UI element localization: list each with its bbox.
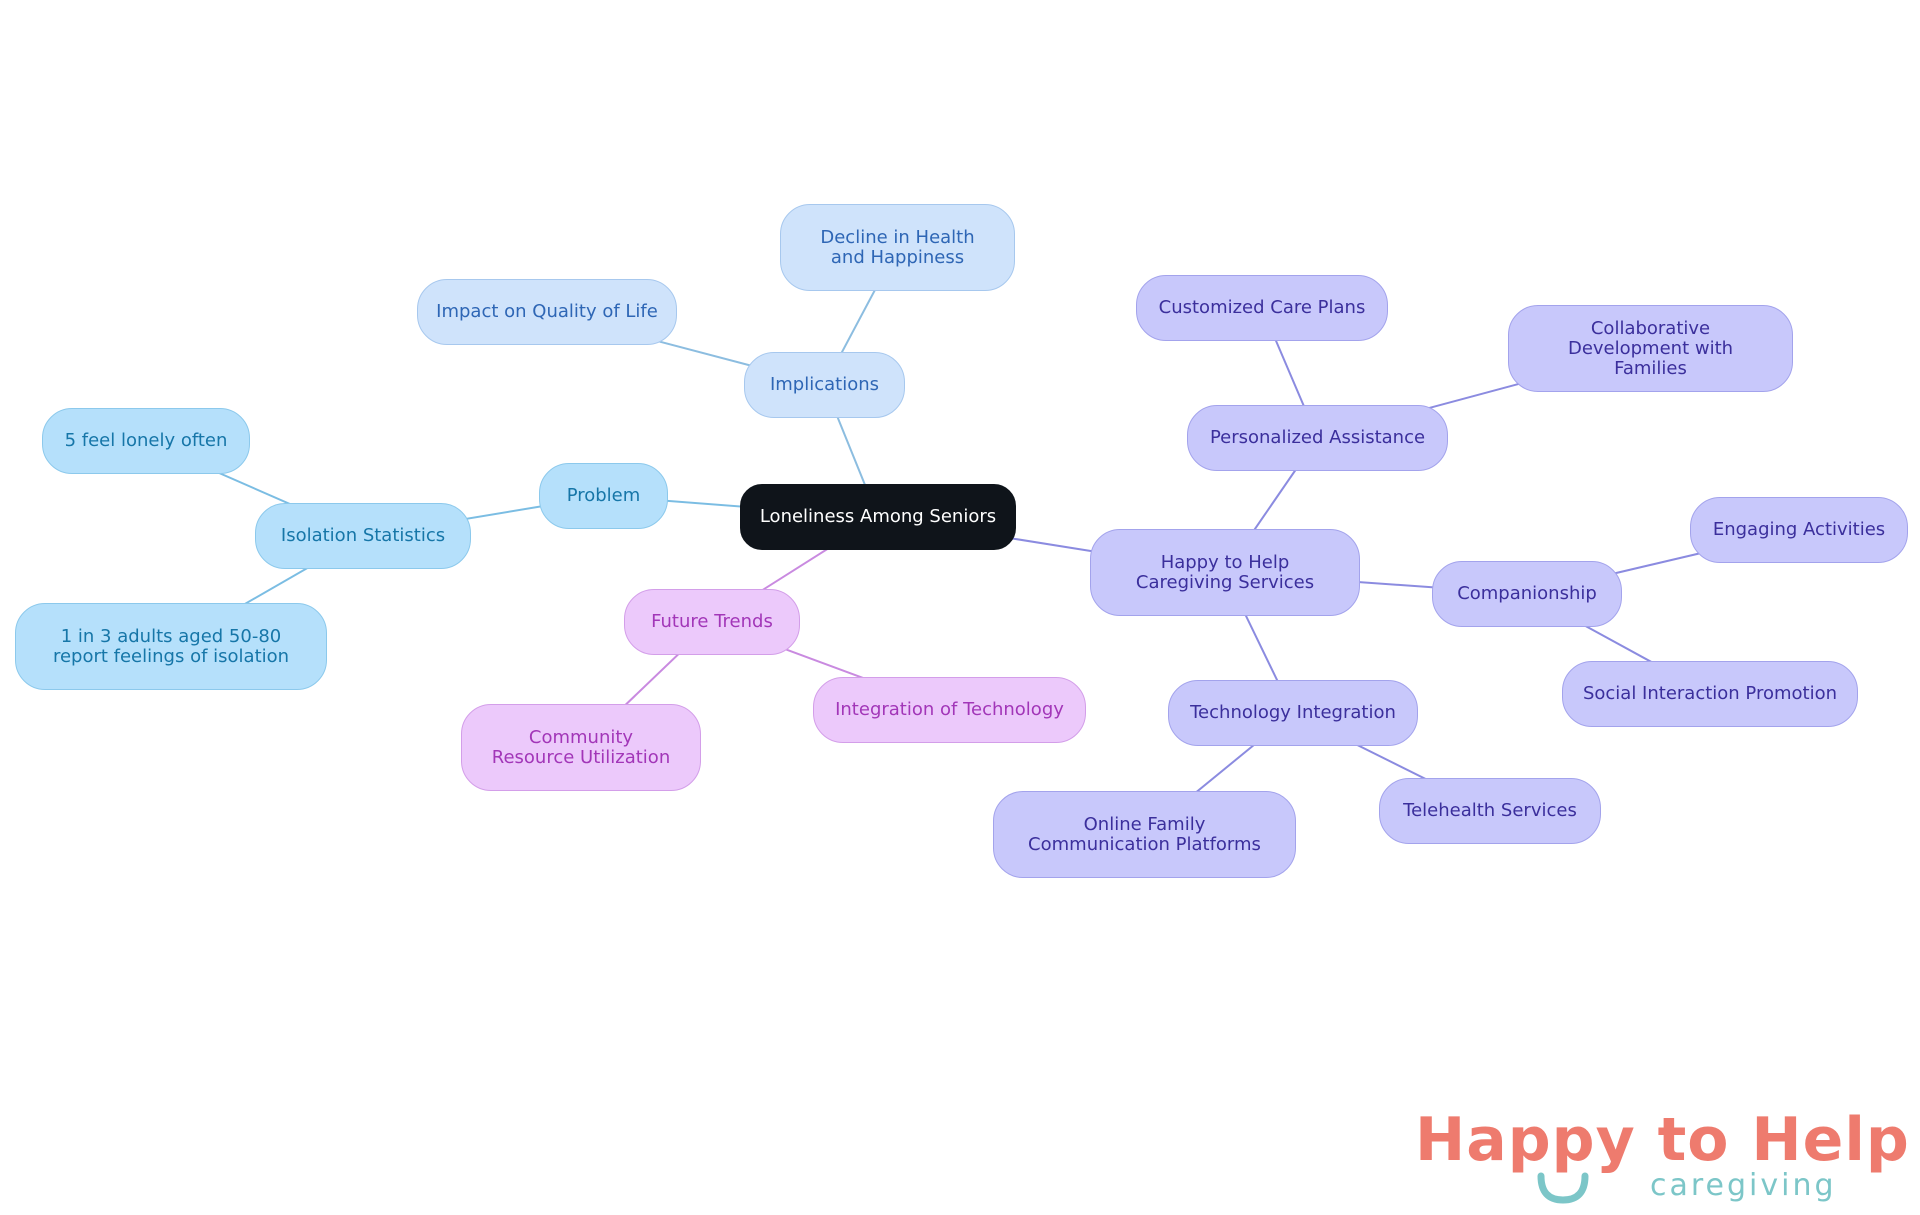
impact-quality-node: Impact on Quality of Life [417,279,677,345]
logo-tagline: caregiving [1650,1168,1837,1203]
happy-to-help-logo: Happy to Help caregiving [1415,1105,1909,1210]
impact-quality-label: Impact on Quality of Life [436,301,658,322]
logo-word-help: Help [1751,1105,1910,1175]
telehealth-label: Telehealth Services [1403,800,1577,821]
implications-node-label: Implications [769,374,880,395]
stat-lonely-label: 5 feel lonely often [64,430,228,451]
technology-integration-node: Technology Integration [1168,680,1418,746]
community-resource-label: Community Resource Utilization [491,726,671,768]
root-node-label: Loneliness Among Seniors [759,506,997,527]
decline-health-node: Decline in Health and Happiness [780,204,1015,291]
social-interaction-label: Social Interaction Promotion [1582,683,1838,704]
implications-node: Implications [744,352,905,418]
stat-lonely-node: 5 feel lonely often [42,408,250,474]
smile-icon [1537,1172,1589,1204]
future-trends-node: Future Trends [624,589,800,655]
stat-isolation-label: 1 in 3 adults aged 50-80 report feelings… [52,625,290,667]
customized-care-label: Customized Care Plans [1158,297,1366,318]
personalized-assistance-label: Personalized Assistance [1209,427,1426,448]
telehealth-node: Telehealth Services [1379,778,1601,844]
root-node: Loneliness Among Seniors [740,484,1016,550]
logo-word-to: to [1657,1105,1730,1175]
logo-wordmark: Happy to Help [1415,1105,1910,1175]
engaging-activities-label: Engaging Activities [1712,519,1886,540]
collaborative-development-node: Collaborative Development with Families [1508,305,1793,392]
online-family-label: Online Family Communication Platforms [1028,813,1261,855]
engaging-activities-node: Engaging Activities [1690,497,1908,563]
happy-services-node: Happy to Help Caregiving Services [1090,529,1360,616]
companionship-node: Companionship [1432,561,1622,627]
stat-isolation-node: 1 in 3 adults aged 50-80 report feelings… [15,603,327,690]
customized-care-node: Customized Care Plans [1136,275,1388,341]
companionship-label: Companionship [1457,583,1597,604]
problem-node-label: Problem [566,485,641,506]
integration-technology-label: Integration of Technology [835,699,1064,720]
isolation-statistics-node: Isolation Statistics [255,503,471,569]
integration-technology-node: Integration of Technology [813,677,1086,743]
decline-health-label: Decline in Health and Happiness [820,226,975,268]
happy-services-label: Happy to Help Caregiving Services [1135,551,1315,593]
isolation-statistics-label: Isolation Statistics [280,525,446,546]
logo-word-happy: Happy [1415,1105,1636,1175]
online-family-node: Online Family Communication Platforms [993,791,1296,878]
community-resource-node: Community Resource Utilization [461,704,701,791]
problem-node: Problem [539,463,668,529]
personalized-assistance-node: Personalized Assistance [1187,405,1448,471]
technology-integration-label: Technology Integration [1190,702,1396,723]
collaborative-development-label: Collaborative Development with Families [1567,317,1734,379]
social-interaction-node: Social Interaction Promotion [1562,661,1858,727]
future-trends-label: Future Trends [651,611,773,632]
